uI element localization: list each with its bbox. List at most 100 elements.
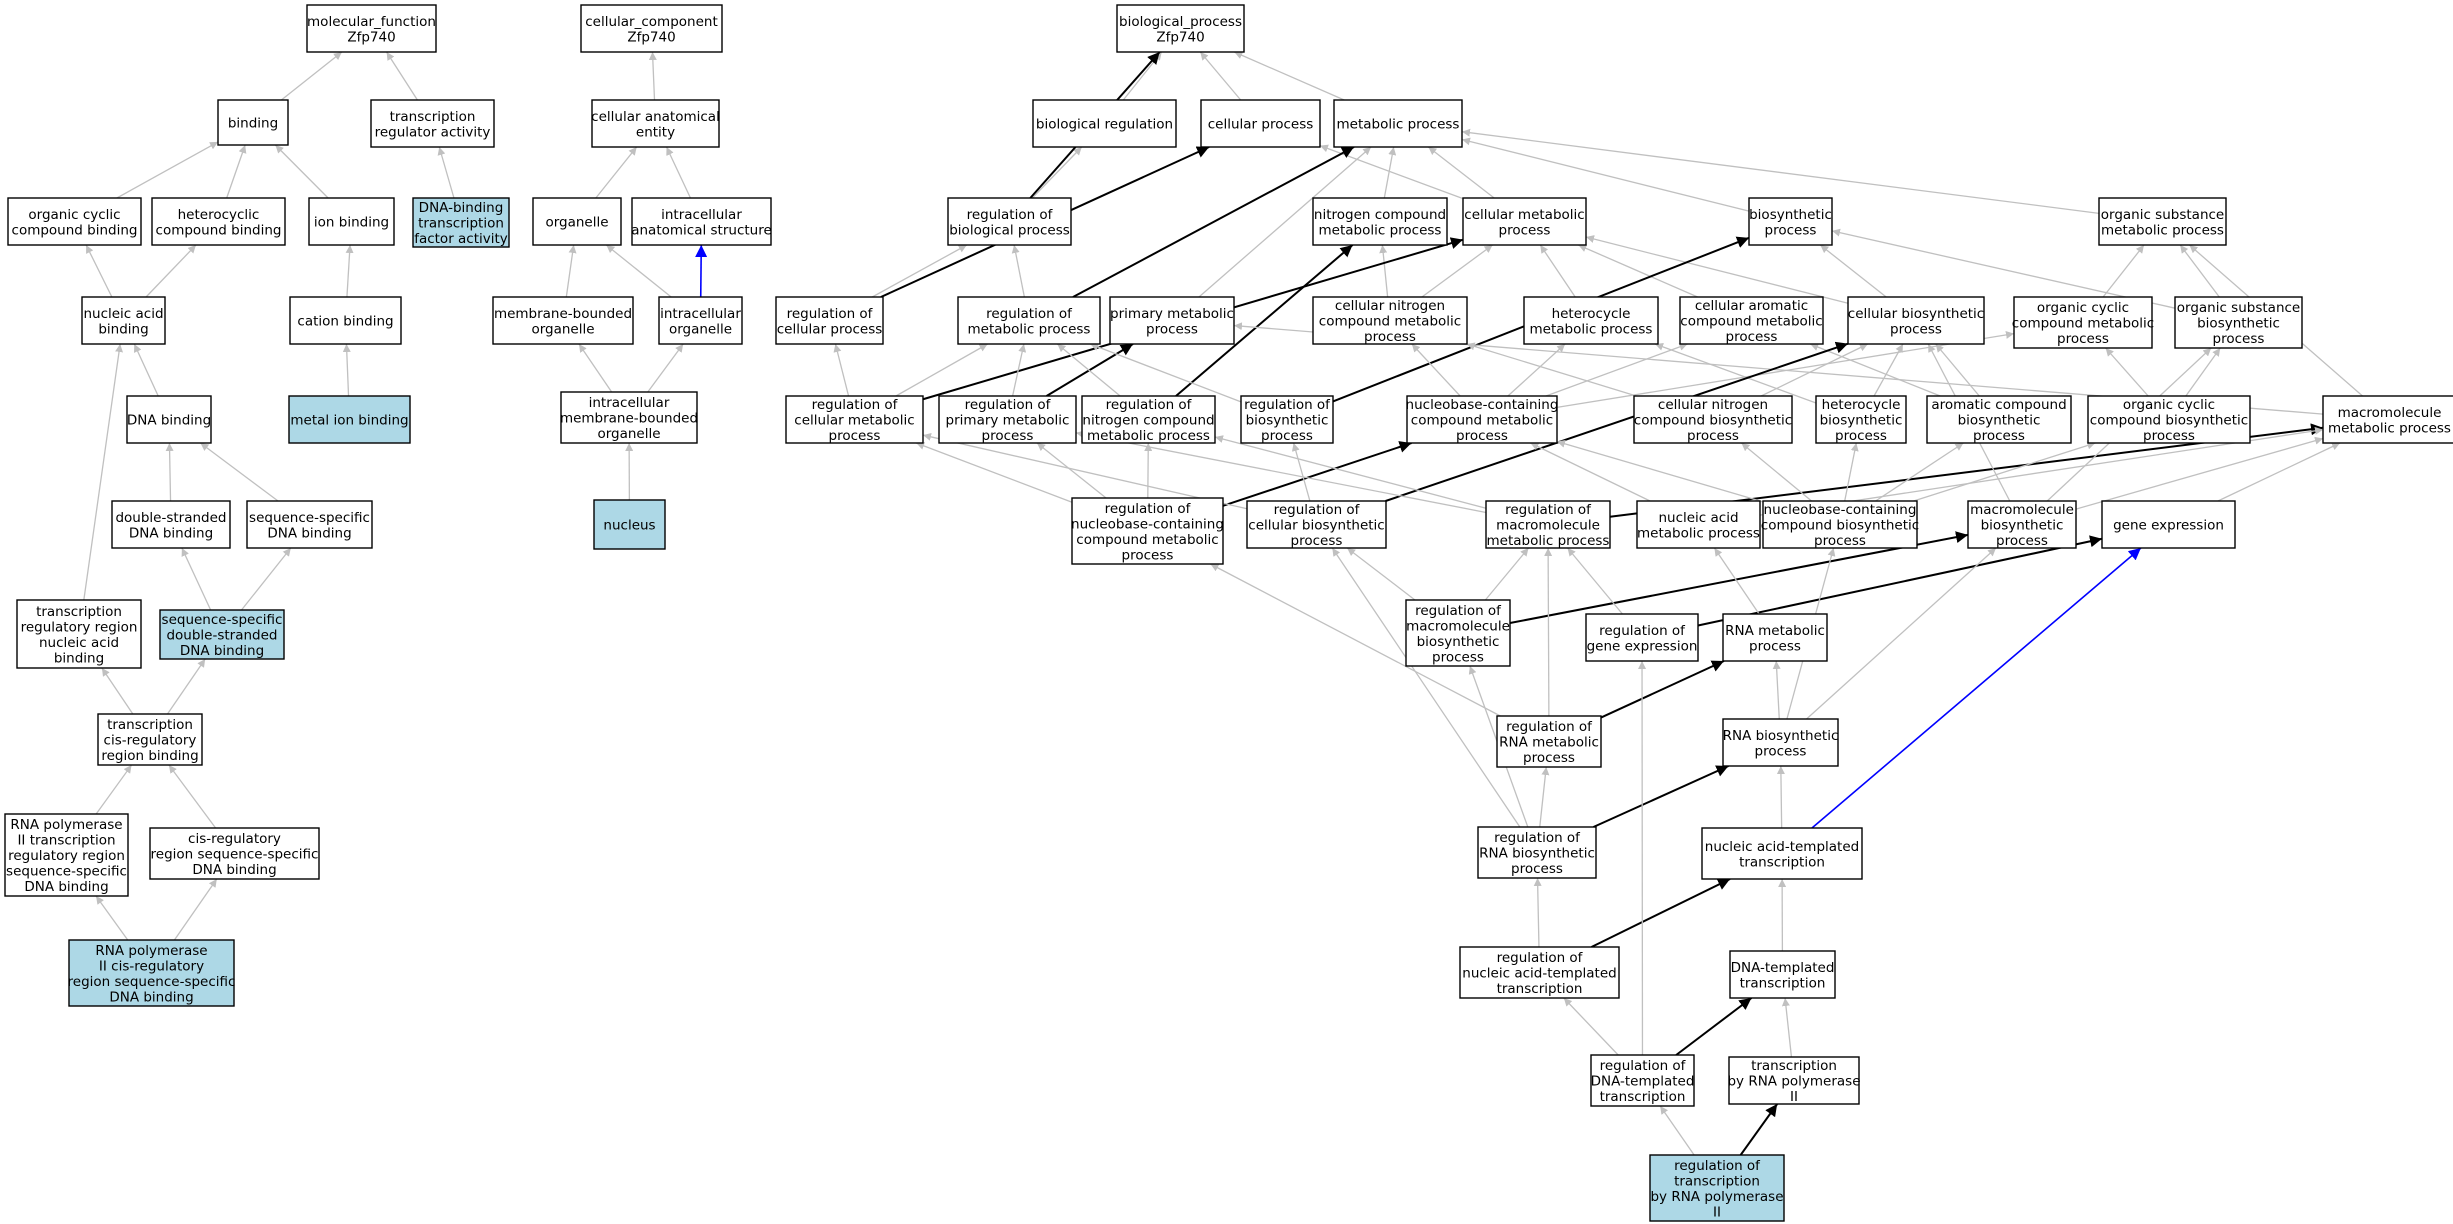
node-label-line: nucleic acid (83, 306, 163, 322)
node-label-line: nucleobase-containing (1071, 516, 1224, 532)
node-rnbcmp[interactable]: regulation ofnucleobase-containingcompou… (1071, 497, 1224, 565)
node-organelle[interactable]: organelle (532, 197, 622, 246)
node-label-line: process (1523, 750, 1575, 766)
edge-rbp-to-breg (1031, 146, 1083, 199)
node-breg[interactable]: biological regulation (1032, 99, 1177, 148)
node-label-line: nitrogen compound (1314, 207, 1446, 223)
node-label-line: metabolic process (2101, 222, 2224, 238)
node-nucleus[interactable]: nucleus (593, 499, 666, 550)
node-label-line: anatomical structure (631, 222, 772, 238)
node-mproc[interactable]: metabolic process (1333, 99, 1463, 148)
node-rmbp[interactable]: regulation ofmacromoleculebiosyntheticpr… (1405, 599, 1511, 667)
node-label-line: membrane-bounded (560, 411, 698, 427)
node-box (1815, 395, 1907, 444)
node-gexp[interactable]: gene expression (2101, 500, 2236, 549)
node-label-line: compound metabolic (2012, 316, 2154, 332)
node-label-line: factor activity (414, 231, 508, 247)
node-label-line: regulation of (986, 306, 1073, 322)
node-cationb[interactable]: cation binding (289, 296, 402, 345)
node-label-line: Zfp740 (627, 29, 675, 45)
edge-ssdna-to-dnab (200, 442, 279, 502)
node-box (947, 197, 1072, 246)
node-label-line: process (1122, 547, 1174, 563)
node-box (1109, 296, 1235, 345)
node-ionb[interactable]: ion binding (308, 197, 395, 246)
node-binding[interactable]: binding (217, 99, 289, 146)
node-metalb[interactable]: metal ion binding (288, 395, 411, 444)
node-label-line: biosynthetic (1981, 518, 2064, 534)
node-cproc[interactable]: cellular process (1200, 99, 1321, 148)
edge-breg-to-bp (1122, 51, 1163, 101)
node-label-line: compound metabolic (1319, 314, 1461, 330)
node-label-line: regulation of (1415, 603, 1502, 619)
node-label-line: by RNA polymerase (1727, 1074, 1860, 1090)
node-dnab[interactable]: DNA binding (126, 395, 212, 444)
node-box (2098, 197, 2227, 246)
node-label-line: metabolic process (1319, 222, 1442, 238)
edge-io-to-organelle (605, 244, 672, 298)
node-label-line: primary metabolic (1110, 306, 1234, 322)
